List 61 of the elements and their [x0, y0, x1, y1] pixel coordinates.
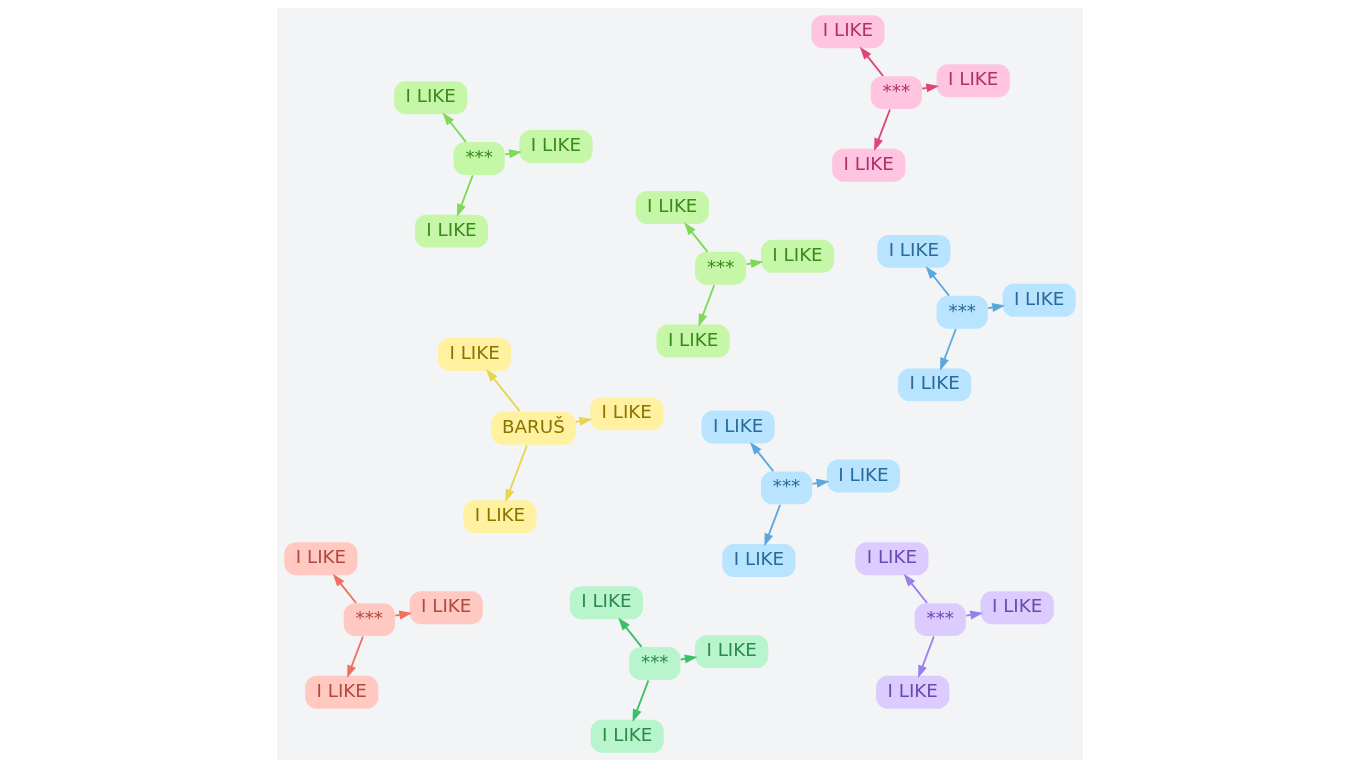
- node-box: I LIKE: [980, 591, 1054, 625]
- node-box: ***: [760, 471, 813, 505]
- node-box: I LIKE: [722, 544, 796, 577]
- node-box: I LIKE: [936, 64, 1010, 98]
- arrow: [347, 635, 364, 679]
- arrow: [332, 573, 357, 604]
- arrow: [918, 635, 935, 679]
- arrow: [903, 573, 928, 604]
- node-box: ***: [914, 603, 966, 637]
- node-box: I LIKE: [305, 675, 379, 709]
- arrow: [679, 654, 698, 664]
- node-box: I LIKE: [898, 368, 972, 402]
- node-box: BARUŠ: [491, 411, 576, 445]
- node-box: I LIKE: [811, 15, 885, 49]
- node-box: I LIKE: [409, 591, 483, 625]
- arrow: [442, 112, 467, 143]
- arrow: [698, 284, 716, 327]
- node-box: I LIKE: [656, 324, 730, 358]
- node-box: ***: [343, 603, 395, 637]
- node-box: I LIKE: [414, 214, 489, 248]
- arrow: [456, 174, 474, 217]
- node-box: I LIKE: [826, 459, 900, 493]
- arrow: [811, 478, 830, 488]
- node-box: I LIKE: [876, 675, 950, 709]
- arrow: [859, 46, 885, 77]
- arrow: [925, 266, 950, 297]
- arrow: [505, 444, 528, 503]
- node-box: I LIKE: [284, 542, 358, 576]
- node-box: I LIKE: [463, 500, 537, 534]
- node-box: ***: [453, 142, 505, 175]
- node-box: I LIKE: [695, 635, 769, 669]
- node-box: I LIKE: [701, 410, 775, 444]
- arrow: [874, 108, 891, 152]
- arrow: [618, 617, 643, 648]
- node-box: I LIKE: [590, 719, 664, 753]
- node-box: I LIKE: [855, 542, 929, 576]
- arrow: [486, 368, 521, 413]
- node-box: I LIKE: [569, 586, 643, 620]
- arrow: [632, 679, 650, 723]
- node-box: I LIKE: [394, 81, 468, 115]
- arrow: [987, 303, 1006, 312]
- node-box: I LIKE: [590, 397, 664, 431]
- node-box: I LIKE: [1002, 283, 1076, 317]
- node-box: ***: [870, 76, 922, 110]
- node-box: I LIKE: [438, 338, 512, 371]
- arrow: [749, 441, 775, 473]
- node-box: I LIKE: [877, 234, 951, 268]
- arrow: [394, 610, 413, 620]
- node-box: ***: [695, 251, 747, 285]
- arrow: [745, 259, 764, 269]
- arrow: [764, 503, 782, 547]
- arrow: [940, 328, 957, 371]
- arrow: [921, 83, 940, 93]
- node-box: I LIKE: [635, 191, 709, 224]
- node-box: ***: [936, 295, 988, 329]
- arrow: [504, 149, 522, 159]
- node-box: I LIKE: [760, 239, 835, 273]
- node-box: I LIKE: [832, 148, 906, 182]
- arrow: [684, 222, 709, 253]
- node-box: ***: [629, 647, 681, 680]
- node-box: I LIKE: [519, 130, 593, 163]
